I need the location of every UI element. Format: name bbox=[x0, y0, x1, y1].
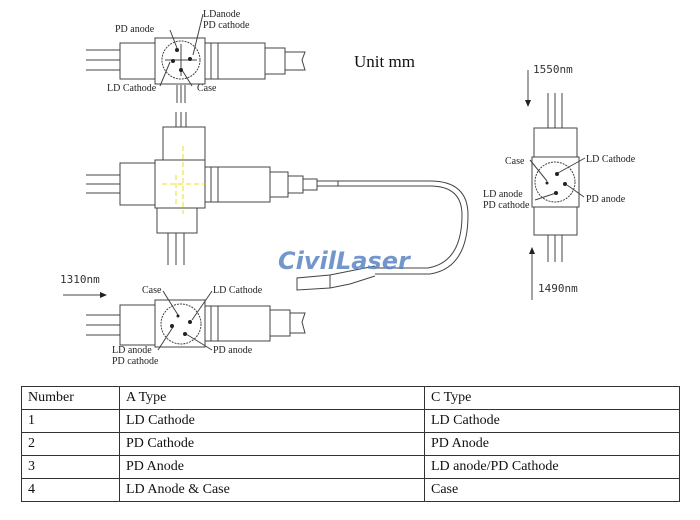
right-label-pd-anode: PD anode bbox=[586, 194, 626, 205]
cell-c-type: LD anode/PD Cathode bbox=[424, 455, 680, 479]
cell-number: 4 bbox=[21, 478, 120, 502]
top-label-ld-cathode: LD Cathode bbox=[107, 83, 157, 94]
top-label-ld-anode: LDanode bbox=[203, 9, 241, 20]
header-c-type: C Type bbox=[424, 386, 680, 410]
wavelength-1310: 1310nm bbox=[60, 273, 100, 286]
cell-a-type: PD Anode bbox=[119, 455, 425, 479]
wavelength-1550: 1550nm bbox=[533, 63, 573, 76]
cell-c-type: Case bbox=[424, 478, 680, 502]
top-device-drawing bbox=[86, 13, 306, 103]
assembled-device-drawing bbox=[86, 112, 469, 291]
table-row: 2 PD Cathode PD Anode bbox=[21, 432, 680, 456]
watermark-logo: CivilLaser bbox=[278, 247, 412, 275]
pin-assignment-table: Number A Type C Type 1 LD Cathode LD Cat… bbox=[21, 386, 680, 502]
bottom-label-case: Case bbox=[142, 285, 162, 296]
cell-a-type: PD Cathode bbox=[119, 432, 425, 456]
table-row: 3 PD Anode LD anode/PD Cathode bbox=[21, 455, 680, 479]
cell-number: 2 bbox=[21, 432, 120, 456]
cell-number: 3 bbox=[21, 455, 120, 479]
table-row: 1 LD Cathode LD Cathode bbox=[21, 409, 680, 433]
bottom-label-pd-anode: PD anode bbox=[213, 345, 253, 356]
cell-a-type: LD Cathode bbox=[119, 409, 425, 433]
cell-c-type: PD Anode bbox=[424, 432, 680, 456]
bottom-label-ld-anode: LD anode bbox=[112, 345, 152, 356]
header-number: Number bbox=[21, 386, 120, 410]
bottom-device-drawing bbox=[63, 290, 306, 351]
bottom-label-ld-cathode: LD Cathode bbox=[213, 285, 263, 296]
header-a-type: A Type bbox=[119, 386, 425, 410]
wavelength-1490: 1490nm bbox=[538, 282, 578, 295]
cell-number: 1 bbox=[21, 409, 120, 433]
top-label-case: Case bbox=[197, 83, 217, 94]
right-label-pd-cathode: PD cathode bbox=[483, 200, 530, 211]
top-label-pd-anode: PD anode bbox=[115, 24, 155, 35]
cell-a-type: LD Anode & Case bbox=[119, 478, 425, 502]
pinout-diagram: Unit mm LDanode PD cathode PD anode LD C… bbox=[60, 9, 636, 367]
table-row: 4 LD Anode & Case Case bbox=[21, 478, 680, 502]
table-header-row: Number A Type C Type bbox=[21, 386, 680, 410]
cell-c-type: LD Cathode bbox=[424, 409, 680, 433]
top-label-pd-cathode: PD cathode bbox=[203, 20, 250, 31]
bottom-label-pd-cathode: PD cathode bbox=[112, 356, 159, 367]
right-label-ld-anode: LD anode bbox=[483, 189, 523, 200]
right-label-ld-cathode: LD Cathode bbox=[586, 154, 636, 165]
right-label-case: Case bbox=[505, 156, 525, 167]
right-device-drawing bbox=[527, 70, 586, 300]
unit-label: Unit mm bbox=[354, 52, 415, 71]
